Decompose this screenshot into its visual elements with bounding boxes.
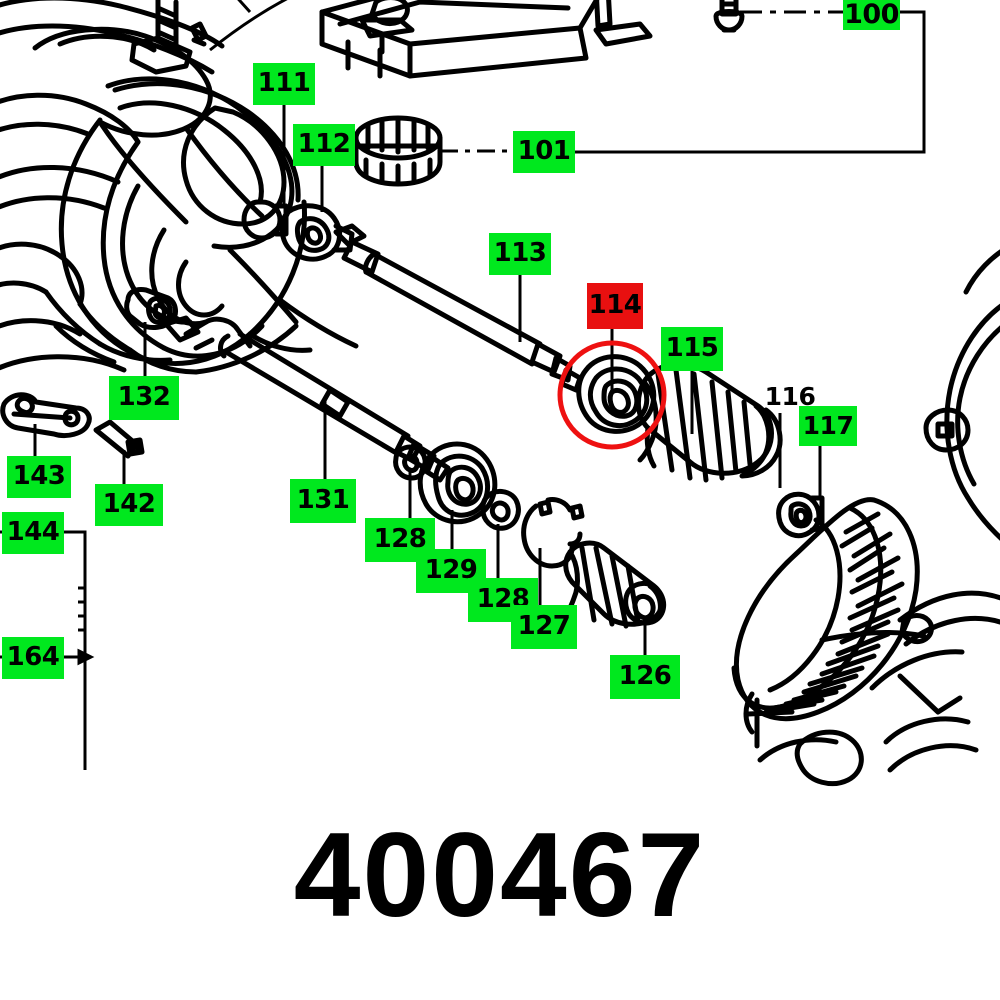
part-126-pinion xyxy=(563,540,667,629)
diagram-canvas xyxy=(0,0,1000,786)
part-128b-washer xyxy=(480,489,521,531)
part-129-bearing xyxy=(417,441,498,525)
callout-113[interactable]: 113 xyxy=(489,233,551,275)
machine-housing-left xyxy=(0,0,301,225)
callout-117[interactable]: 117 xyxy=(799,406,857,446)
callout-112[interactable]: 112 xyxy=(293,124,355,166)
callout-111[interactable]: 111 xyxy=(253,63,315,105)
callout-101[interactable]: 101 xyxy=(513,131,575,173)
guide-lines-top xyxy=(209,0,288,52)
callout-132[interactable]: 132 xyxy=(109,376,179,420)
part-cover-plate xyxy=(319,0,653,79)
part-117-small-bearing xyxy=(776,491,825,539)
callout-126[interactable]: 126 xyxy=(610,655,680,699)
part-screw-top xyxy=(129,0,209,75)
leader-100-path xyxy=(575,10,926,154)
selection-circle xyxy=(557,340,667,450)
callout-144[interactable]: 144 xyxy=(2,512,64,554)
part-113-shaft xyxy=(333,223,583,393)
callout-100[interactable]: 100 xyxy=(843,0,900,30)
part-101-bushing xyxy=(353,115,443,187)
callout-116[interactable]: 116 xyxy=(764,381,816,411)
callout-143[interactable]: 143 xyxy=(7,456,71,498)
callout-142[interactable]: 142 xyxy=(95,484,163,526)
callout-164[interactable]: 164 xyxy=(2,637,64,679)
callout-128-a[interactable]: 128 xyxy=(365,518,435,562)
callout-127[interactable]: 127 xyxy=(511,605,577,649)
part-142-screw xyxy=(93,419,145,459)
part-number-text: 400467 xyxy=(293,808,707,942)
part-timing-belt xyxy=(731,497,920,749)
housing-lower-left xyxy=(0,241,299,375)
leader-lines xyxy=(33,103,822,657)
part-143-key xyxy=(0,392,92,439)
part-100-bolt xyxy=(713,0,745,33)
housing-right-cover xyxy=(757,249,1000,786)
callout-114[interactable]: 114 xyxy=(587,283,643,329)
callout-131[interactable]: 131 xyxy=(290,479,356,523)
part-128a-washer xyxy=(393,444,428,481)
part-number-bar: 400467 xyxy=(0,800,1000,950)
callout-115[interactable]: 115 xyxy=(661,327,723,371)
